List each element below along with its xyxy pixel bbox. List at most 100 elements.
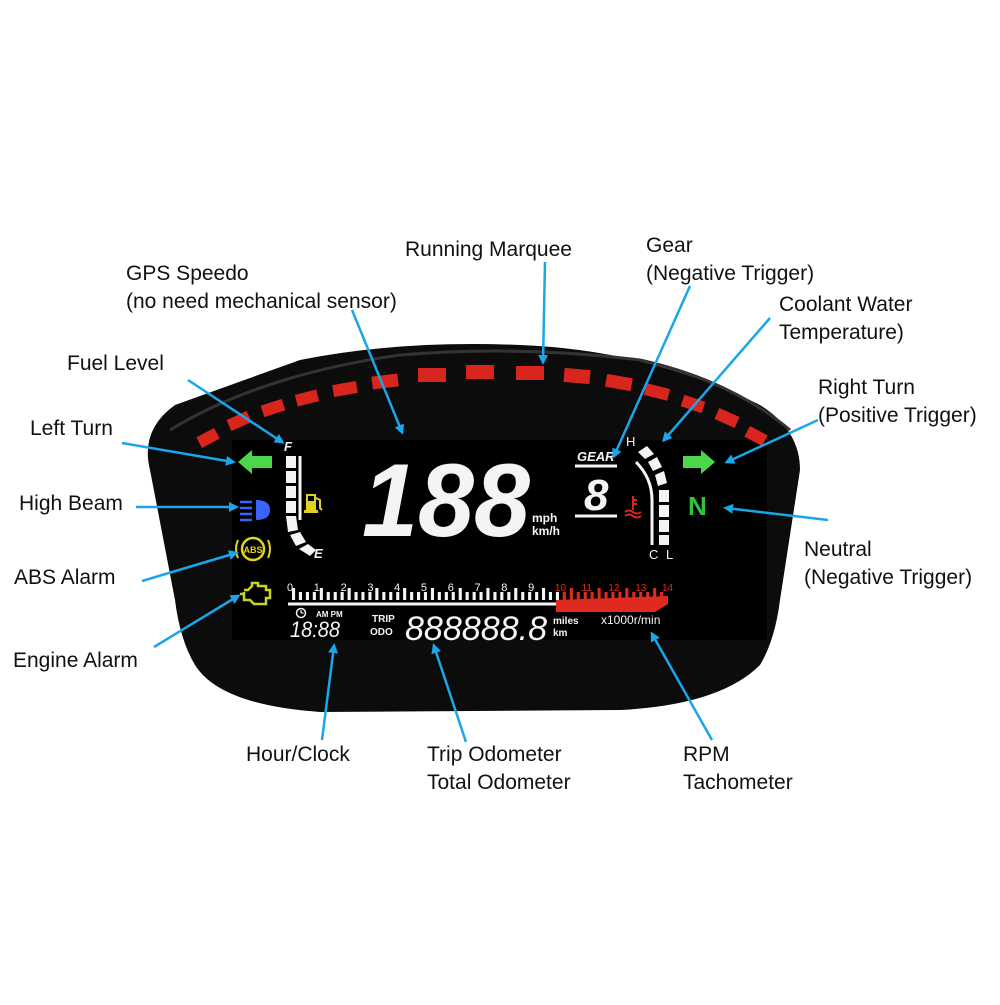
label-fuel-level: Fuel Level	[67, 350, 164, 378]
label-engine-alarm: Engine Alarm	[13, 647, 138, 675]
rpm-segment	[368, 592, 372, 600]
rpm-segment	[361, 592, 365, 600]
rpm-tick-label: 0	[287, 582, 293, 594]
rpm-segment	[611, 592, 615, 600]
rpm-segment	[535, 592, 539, 600]
marquee-segment	[418, 368, 446, 382]
rpm-segment	[312, 592, 316, 600]
rpm-tick-label: 6	[448, 582, 454, 594]
arrow-left-turn	[121, 441, 236, 466]
rpm-segment	[493, 592, 497, 600]
label-running-marquee-text: Running Marquee	[405, 238, 572, 261]
fuel-bar-segment	[286, 516, 298, 532]
rpm-tick-label: 11	[582, 583, 593, 594]
engine-icon	[240, 581, 272, 606]
clock-display: AM PM 18:88	[290, 607, 343, 642]
coolant-gauge: H C L	[624, 434, 673, 562]
temp-bar-segment	[648, 457, 662, 471]
rpm-tick-label: 10	[555, 583, 567, 594]
rpm-bar	[292, 588, 664, 600]
rpm-segment	[403, 588, 407, 600]
high-beam-icon	[240, 500, 270, 522]
label-hour-clock-text: Hour/Clock	[246, 743, 350, 766]
arrow-neutral	[723, 503, 829, 522]
odo-unit-miles: miles	[553, 616, 579, 627]
rpm-segment	[458, 588, 462, 600]
label-engine-alarm-text: Engine Alarm	[13, 649, 138, 672]
rpm-segment	[653, 588, 657, 600]
rpm-segment	[423, 592, 427, 600]
label-abs-alarm: ABS Alarm	[14, 564, 116, 592]
rpm-segment	[437, 592, 441, 600]
rpm-segment	[444, 592, 448, 600]
odometer-display: TRIP ODO 888888.8 miles km	[370, 610, 579, 648]
temp-bar-segment	[659, 535, 669, 545]
left-turn-arrow-icon	[238, 450, 272, 474]
arrow-trip-odometer	[431, 643, 468, 743]
rpm-segment	[451, 592, 455, 600]
rpm-redline-band	[556, 596, 668, 612]
fuel-bar-segment	[286, 471, 296, 483]
label-gear-line1: Gear	[646, 234, 693, 257]
gear-indicator: GEAR 8	[575, 449, 617, 520]
lcd-screen	[232, 440, 767, 640]
label-gear: Gear (Negative Trigger)	[646, 232, 814, 288]
label-high-beam-text: High Beam	[19, 492, 123, 515]
marquee-segment	[744, 426, 768, 446]
temp-hot-label: H	[626, 434, 635, 449]
clock-ampm: AM PM	[316, 610, 343, 619]
marquee-segment	[466, 365, 494, 379]
label-gps-speedo: GPS Speedo (no need mechanical sensor)	[126, 260, 397, 316]
rpm-segment	[347, 588, 351, 600]
gear-value: 8	[584, 471, 609, 520]
right-turn-arrow-icon	[683, 450, 715, 474]
rpm-tick-label: 3	[367, 582, 373, 594]
rpm-segment	[292, 588, 296, 600]
rpm-segment	[583, 592, 587, 600]
label-rpm-line1: RPM	[683, 743, 730, 766]
rpm-segment	[562, 592, 566, 600]
arrow-engine-alarm	[153, 594, 241, 649]
rpm-tick-label: 9	[528, 582, 534, 594]
rpm-segment	[542, 588, 546, 600]
temp-bar-segment	[655, 471, 667, 486]
rpm-tick-label: 7	[475, 582, 481, 594]
marquee-segment	[371, 373, 399, 390]
temp-bar-segment	[638, 446, 654, 459]
fuel-empty-label: E	[314, 546, 323, 561]
arrow-right-turn	[724, 418, 819, 464]
marquee-segment	[196, 428, 220, 448]
label-rpm-line2: Tachometer	[683, 771, 793, 794]
label-neutral-line2: (Negative Trigger)	[804, 566, 973, 589]
rpm-segment	[479, 592, 483, 600]
rpm-segment	[521, 592, 525, 600]
rpm-segment	[340, 592, 344, 600]
coolant-thermometer-icon	[624, 496, 642, 519]
running-marquee	[196, 365, 768, 448]
clock-icon	[295, 607, 307, 619]
rpm-tick-label: 14	[662, 583, 674, 594]
rpm-segment	[604, 592, 608, 600]
arrow-hour-clock	[320, 643, 339, 741]
rpm-segment	[639, 592, 643, 600]
label-neutral: Neutral (Negative Trigger)	[804, 536, 972, 592]
fuel-bar-segment	[286, 486, 296, 498]
marquee-segment	[563, 367, 591, 385]
arrow-gear	[612, 285, 692, 459]
rpm-segment	[569, 588, 573, 600]
rpm-segment	[333, 592, 337, 600]
rpm-segment	[625, 588, 629, 600]
marquee-segment	[226, 411, 252, 431]
label-right-turn-line2: (Positive Trigger)	[818, 404, 977, 427]
rpm-segment	[555, 592, 559, 600]
fuel-pump-icon	[304, 494, 323, 513]
rpm-segment	[410, 592, 414, 600]
speed-unit-kmh: km/h	[532, 524, 560, 538]
rpm-segment	[590, 592, 594, 600]
temp-bar-segment	[659, 520, 669, 532]
label-gps-speedo-line1: GPS Speedo	[126, 262, 249, 285]
rpm-segment	[396, 592, 400, 600]
rpm-tick-label: 12	[608, 583, 620, 594]
rpm-segment	[382, 592, 386, 600]
clock-value: 18:88	[290, 617, 341, 642]
